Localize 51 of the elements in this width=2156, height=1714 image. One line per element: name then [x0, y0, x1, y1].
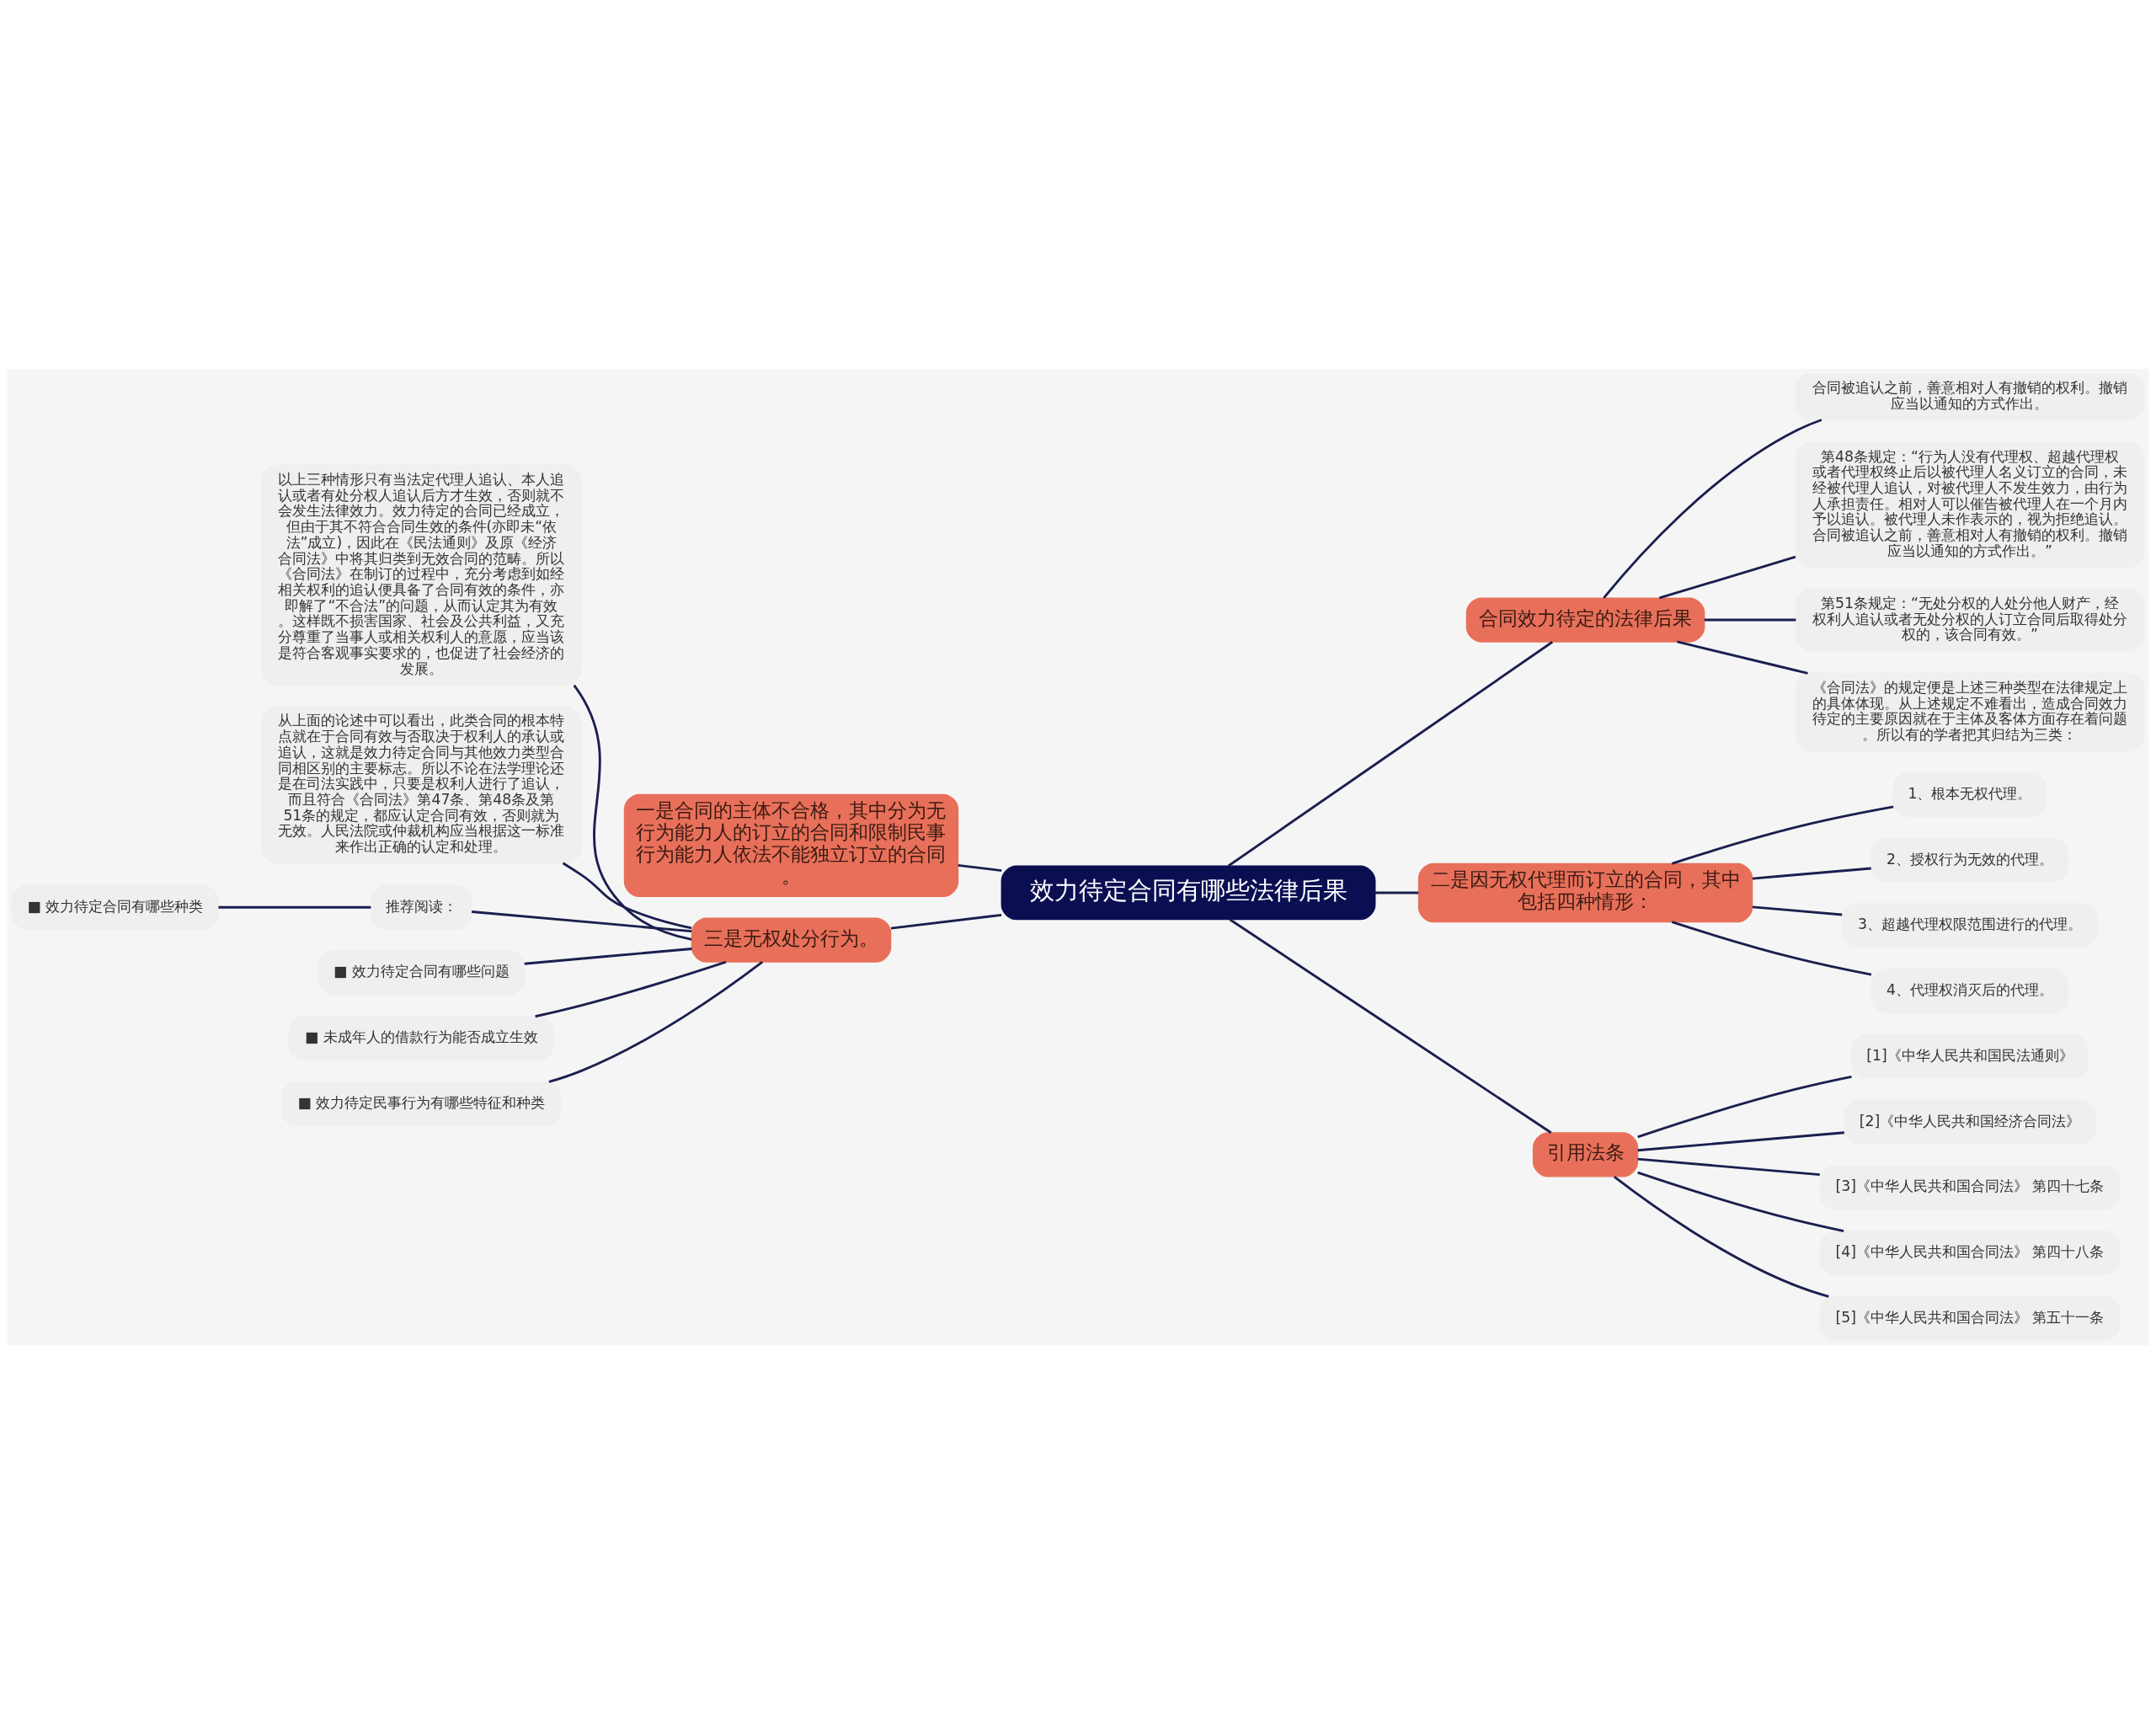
node-box: 二是因无权代理而订立的合同，其中包括四种情形：: [1417, 862, 1753, 923]
node-box: ■ 未成年人的借款行为能否成立生效: [288, 1016, 555, 1061]
node-box: 第48条规定：“行为人没有代理权、超越代理权或者代理权终止后以被代理人名义订立的合同，未经被代理人追认，对被代理人不发生效力，由行为人承担责任。相对人可以催告被代理人在一个月内予以追认。被代理人未作表示的，视为拒绝追认。合同被追认之前，善意相对人有撤销的权利。撤销应当以通知的方式作出。”: [1795, 441, 2145, 569]
connector: [1613, 1176, 1829, 1298]
node-box: 合同被追认之前，善意相对人有撤销的权利。撤销应当以通知的方式作出。: [1795, 373, 2145, 421]
connector: [1671, 921, 1872, 976]
connector: [573, 684, 692, 941]
connector: [218, 905, 371, 909]
node-box: ■ 效力待定合同有哪些问题: [318, 950, 526, 996]
node-box: 推荐阅读：: [370, 884, 472, 930]
connector: [1375, 891, 1419, 894]
node-box: [5]《中华人民共和国合同法》 第五十一条: [1819, 1295, 2121, 1341]
node-box: 合同效力待定的法律后果: [1465, 597, 1705, 643]
node-box: 《合同法》的规定便是上述三种类型在法律规定上的具体体现。从上述规定不难看出，造成合同效力待定的主要原因就在于主体及客体方面存在着问题。所以有的学者把其归结为三类：: [1795, 672, 2145, 752]
connector: [472, 910, 692, 933]
node-box: 一是合同的主体不合格，其中分为无行为能力人的订立的合同和限制民事行为能力人依法不能独立订立的合同。: [623, 793, 959, 897]
node-box: ■ 效力待定合同有哪些种类: [11, 884, 219, 930]
connector: [1752, 905, 1843, 916]
connector: [1671, 805, 1894, 865]
node-box: 以上三种情形只有当法定代理人追认、本人追认或者有处分权人追认后方才生效，否则就不会发生法律效力。效力待定的合同已经成立，但由于其不符合合同生效的条件(亦即未“依法”成立)，因此在《民法通则》及原《经济合同法》中将其归类到无效合同的范畴。所以《合同法》在制订的过程中，充分考虑到如经相关权利的追认便具备了合同有效的条件，亦即解了“不合法”的问题，从而认定其为有效。这样既不损害国家、社会及公共利益，又充分尊重了当事人或相关权利人的意愿，应当该是符合客观事实要求的，也促进了社会经济的发展。: [261, 464, 582, 686]
connector: [958, 863, 1002, 872]
node-box: [2]《中华人民共和国经济合同法》: [1844, 1099, 2096, 1145]
connector: [1637, 1076, 1852, 1139]
node-box: [3]《中华人民共和国合同法》 第四十七条: [1819, 1165, 2121, 1210]
node-box: 2、授权行为无效的代理。: [1870, 837, 2069, 883]
connector: [1637, 1157, 1820, 1177]
node-box: 4、代理权消灭后的代理。: [1870, 968, 2069, 1014]
connector: [1658, 555, 1796, 600]
connector: [535, 960, 727, 1018]
connector: [1229, 918, 1552, 1134]
connector: [1603, 419, 1822, 599]
connector: [1637, 1131, 1844, 1152]
connector: [548, 960, 764, 1083]
connector: [1227, 641, 1553, 868]
connector: [1637, 1171, 1844, 1232]
node-box: 从上面的论述中可以看出，此类合同的根本特点就在于合同有效与否取决于权利人的承认或追认，这就是效力待定合同与其他效力类型合同相区别的主要标志。所以不论在法学理论还是在司法实践中，只要是权利人进行了追认，而且符合《合同法》第47条、第48条及第51条的规定，都应认定合同有效，否则就为无效。人民法院或仲裁机构应当根据这一标准来作出正确的认定和处理。: [261, 706, 582, 864]
node-box: 1、根本无权代理。: [1892, 772, 2047, 817]
connector: [562, 862, 692, 930]
connector: [1677, 640, 1808, 675]
node-box: 第51条规定：“无处分权的人处分他人财产，经权利人追认或者无处分权的人订立合同后取得处分权的，该合同有效。”: [1795, 588, 2145, 652]
node-box: [4]《中华人民共和国合同法》 第四十八条: [1819, 1230, 2121, 1276]
node-box: 引用法条: [1532, 1132, 1639, 1177]
connector: [890, 913, 1002, 930]
node-box: 3、超越代理权限范围进行的代理。: [1842, 903, 2098, 948]
connector: [524, 948, 692, 965]
node-box: 三是无权处分行为。: [691, 917, 892, 963]
connector: [1752, 867, 1871, 880]
node-box: 效力待定合同有哪些法律后果: [1001, 865, 1376, 921]
node-box: ■ 效力待定民事行为有哪些特征和种类: [281, 1081, 562, 1127]
connector: [1704, 618, 1796, 622]
node-box: [1]《中华人民共和国民法通则》: [1850, 1033, 2089, 1079]
